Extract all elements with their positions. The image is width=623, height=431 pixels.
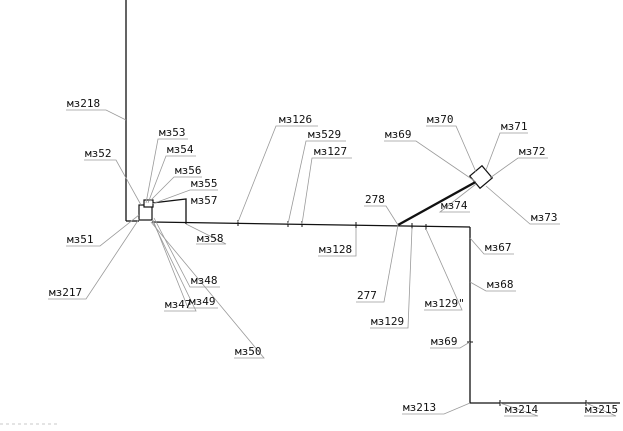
leader-mz74: [438, 183, 477, 213]
leader-mz51: [66, 214, 140, 247]
label-mz47: мз47: [165, 298, 192, 311]
leader-mz67: [469, 237, 514, 255]
leader-mz73: [485, 185, 560, 225]
label-mz54: мз54: [167, 143, 194, 156]
label-mz69-lower: мз69: [431, 335, 458, 348]
leader-mz48: [153, 217, 220, 288]
leader-mz56: [149, 176, 202, 202]
label-mz58: мз58: [197, 232, 224, 245]
label-mz56: мз56: [175, 164, 202, 177]
leader-mz128: [318, 228, 357, 257]
label-mz69-upper: мз69: [385, 128, 412, 141]
label-mz128: мз128: [319, 243, 352, 256]
leader-mz50: [150, 221, 265, 359]
leader-mz58: [185, 223, 227, 245]
leader-mz69b: [430, 341, 471, 349]
label-mz52: мз52: [85, 147, 112, 160]
label-mz129: мз129: [371, 315, 404, 328]
label-mz48: мз48: [191, 274, 218, 287]
leader-mz215: [584, 402, 617, 417]
label-mz72: мз72: [519, 145, 546, 158]
leader-mz217: [48, 218, 140, 300]
label-mz68: мз68: [487, 278, 514, 291]
leader-mz55: [151, 189, 218, 205]
label-mz218: мз218: [67, 97, 100, 110]
leader-mz52: [84, 159, 142, 206]
leader-mz126: [237, 125, 318, 223]
label-mz529: мз529: [308, 128, 341, 141]
label-mz51: мз51: [67, 233, 94, 246]
leader-mz47: [151, 219, 197, 312]
label-mz215: мз215: [585, 403, 618, 416]
leader-mz72: [489, 157, 548, 179]
label-mz53: мз53: [159, 126, 186, 139]
label-mz129-quote: мз129": [425, 297, 465, 310]
label-mz49: мз49: [189, 295, 216, 308]
label-mz214: мз214: [505, 403, 538, 416]
label-mz127: мз127: [314, 145, 347, 158]
label-mz50: мз50: [235, 345, 262, 358]
leader-mz54: [147, 155, 196, 204]
label-mz74: мз74: [441, 199, 468, 212]
label-277: 277: [357, 289, 377, 302]
label-mz73: мз73: [531, 211, 558, 224]
label-mz213: мз213: [403, 401, 436, 414]
leader-mz127: [301, 157, 352, 225]
leader-mz129q: [424, 228, 463, 311]
leader-mz49: [152, 219, 218, 309]
leader-277: [356, 224, 399, 303]
leader-mz529: [287, 140, 346, 225]
leader-mz214: [499, 402, 539, 417]
label-278: 278: [365, 193, 385, 206]
leader-mz69a: [384, 140, 477, 183]
horizontal-main-line: [151, 221, 471, 228]
label-mz70: мз70: [427, 113, 454, 126]
label-mz217: мз217: [49, 286, 82, 299]
leader-mz129: [370, 227, 413, 329]
leader-mz70: [426, 125, 477, 173]
leader-mz71: [485, 132, 528, 171]
branch-57-line: [151, 198, 187, 224]
junction-box-right: [468, 164, 494, 190]
leader-mz218: [66, 109, 127, 121]
label-mz57: мз57: [191, 194, 218, 207]
leader-mz68: [469, 281, 516, 292]
label-mz55: мз55: [191, 177, 218, 190]
label-mz67: мз67: [485, 241, 512, 254]
branch-69-74-line: [397, 177, 482, 227]
leader-278: [364, 205, 399, 226]
leader-mz213: [402, 402, 471, 415]
label-mz71: мз71: [501, 120, 528, 133]
label-mz126: мз126: [279, 113, 312, 126]
leader-mz53: [145, 138, 188, 204]
